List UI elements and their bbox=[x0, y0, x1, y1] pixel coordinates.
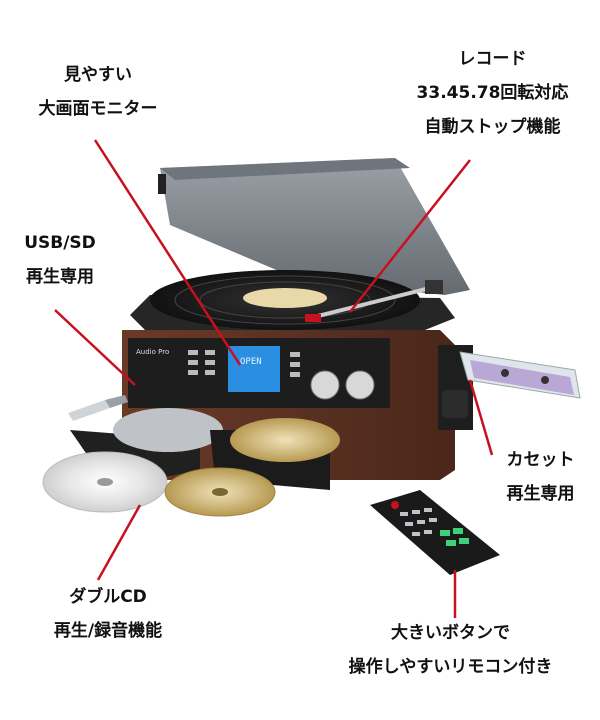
callout-record: レコード 33.45.78回転対応 自動ストップ機能 bbox=[400, 42, 585, 144]
volume-knob[interactable] bbox=[310, 370, 340, 400]
callout-remote: 大きいボタンで 操作しやすいリモコン付き bbox=[308, 616, 593, 684]
callout-record-line1: レコード bbox=[458, 49, 527, 69]
callout-usb-sd-line1: USB/SD bbox=[24, 233, 96, 253]
brand-label: Audio Pro bbox=[136, 348, 169, 356]
dust-cover-lid bbox=[158, 158, 470, 295]
callout-usb-sd-line2: 再生専用 bbox=[26, 267, 94, 287]
cassette-tape bbox=[459, 351, 581, 399]
callout-usb-sd: USB/SD 再生専用 bbox=[10, 226, 110, 294]
tonearm bbox=[305, 280, 443, 322]
callout-line-usb-sd bbox=[54, 309, 136, 386]
callout-line-cassette bbox=[468, 379, 494, 456]
remote-control bbox=[370, 490, 500, 575]
tuning-knob[interactable] bbox=[345, 370, 375, 400]
callout-monitor-line1: 見やすい bbox=[64, 65, 132, 85]
cassette-deck[interactable] bbox=[438, 345, 473, 430]
callout-record-line2: 33.45.78回転対応 bbox=[416, 83, 569, 103]
callout-remote-line2: 操作しやすいリモコン付き bbox=[348, 657, 553, 677]
callout-remote-line1: 大きいボタンで bbox=[391, 623, 510, 643]
callout-line-monitor bbox=[93, 139, 242, 366]
vinyl-record bbox=[150, 270, 420, 330]
front-buttons[interactable] bbox=[188, 350, 300, 377]
lcd-display[interactable]: OPEN bbox=[228, 346, 280, 392]
callout-double-cd-line1: ダブルCD bbox=[69, 587, 147, 607]
callout-double-cd: ダブルCD 再生/録音機能 bbox=[28, 580, 188, 648]
callout-line-record bbox=[349, 159, 471, 313]
callout-cassette: カセット 再生専用 bbox=[488, 443, 593, 511]
callout-record-line3: 自動ストップ機能 bbox=[424, 117, 561, 137]
callout-line-double-cd bbox=[96, 504, 142, 581]
callout-cassette-line2: 再生専用 bbox=[506, 484, 575, 504]
callout-monitor-line2: 大画面モニター bbox=[38, 99, 158, 119]
callout-cassette-line1: カセット bbox=[506, 450, 575, 470]
cd-disc-white bbox=[42, 451, 168, 513]
callout-double-cd-line2: 再生/録音機能 bbox=[53, 621, 163, 641]
callout-monitor: 見やすい 大画面モニター bbox=[18, 58, 178, 126]
usb-stick bbox=[68, 395, 128, 421]
cd-disc-gold bbox=[164, 467, 276, 517]
display-readout: OPEN bbox=[240, 357, 262, 367]
callout-lines bbox=[54, 139, 494, 618]
